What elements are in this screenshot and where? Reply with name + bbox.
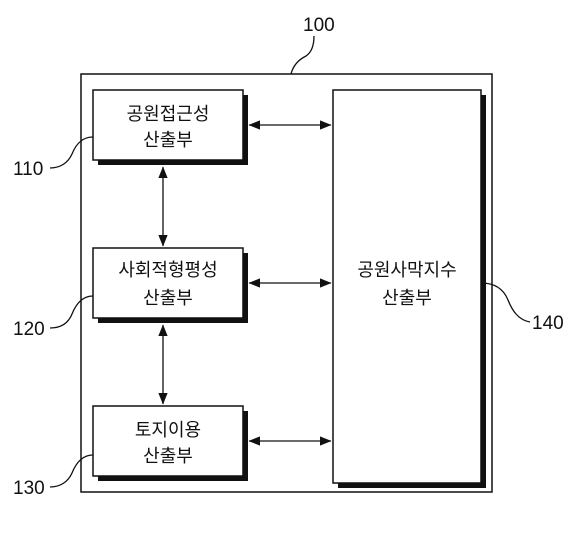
ref-label-100: 100 (303, 15, 335, 36)
block-label-line1: 공원사막지수 (357, 260, 456, 281)
block-label-line1: 토지이용 (135, 420, 201, 441)
leader-130 (49, 454, 94, 488)
ref-label-110: 110 (13, 159, 43, 180)
block-label-line2: 산출부 (382, 288, 432, 309)
ref-label-120: 120 (13, 319, 45, 340)
block-label-line2: 산출부 (143, 288, 193, 309)
leader-140 (480, 282, 531, 323)
block-social-equity: 사회적형평성 산출부 (92, 247, 248, 323)
leader-110 (49, 136, 94, 169)
ref-label-140: 140 (532, 313, 564, 334)
block-label-line1: 공원접근성 (127, 104, 210, 125)
leader-120 (49, 295, 94, 329)
block-label-line1: 사회적형평성 (118, 260, 217, 281)
block-land-use: 토지이용 산출부 (92, 405, 248, 481)
leader-100 (290, 35, 315, 75)
ref-label-130: 130 (13, 478, 45, 499)
block-label-line2: 산출부 (143, 446, 193, 467)
block-park-accessibility: 공원접근성 산출부 (92, 89, 248, 165)
block-label-line2: 산출부 (143, 130, 193, 151)
block-park-desert-index: 공원사막지수 산출부 (332, 89, 486, 488)
